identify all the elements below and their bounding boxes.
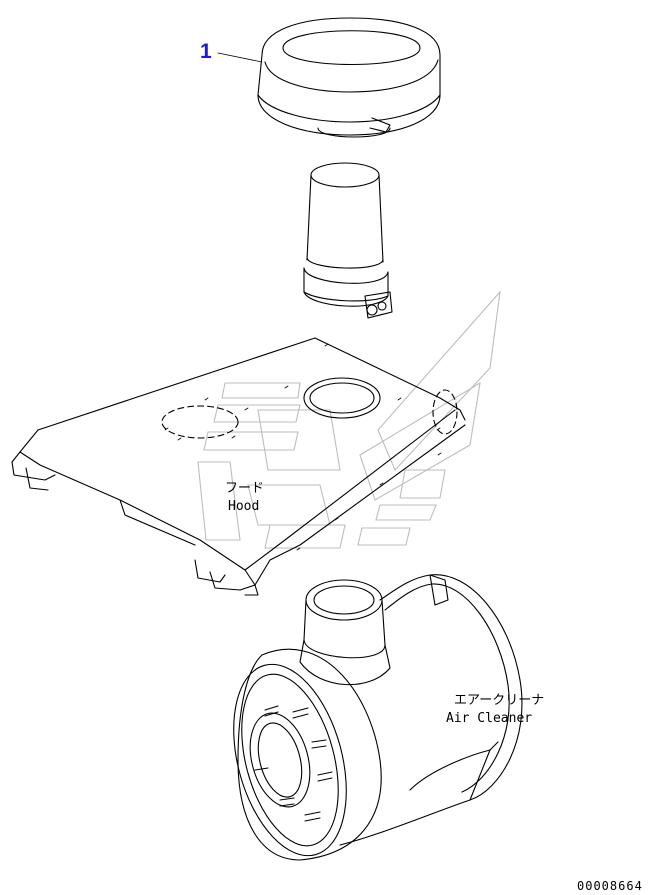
air-cleaner-label-jp: エアークリーナ [454, 693, 544, 708]
air-cleaner-label-en: Air Cleaner [446, 711, 532, 726]
air-intake-pipe [303, 162, 393, 319]
figure-code: 00008664 [577, 879, 643, 893]
air-cleaner-label: エアークリーナ Air Cleaner [446, 693, 544, 726]
watermark-logo [197, 290, 501, 549]
callout-number: 1 [200, 40, 212, 63]
callout-1: 1 [200, 40, 263, 63]
air-cleaner [233, 574, 523, 861]
hood-label: フード Hood [225, 481, 264, 514]
hood-panel [11, 337, 466, 596]
hood-label-jp: フード [225, 481, 264, 496]
hood-label-en: Hood [228, 499, 259, 514]
callout-leader-line [217, 52, 263, 63]
precleaner-cap [257, 17, 441, 138]
